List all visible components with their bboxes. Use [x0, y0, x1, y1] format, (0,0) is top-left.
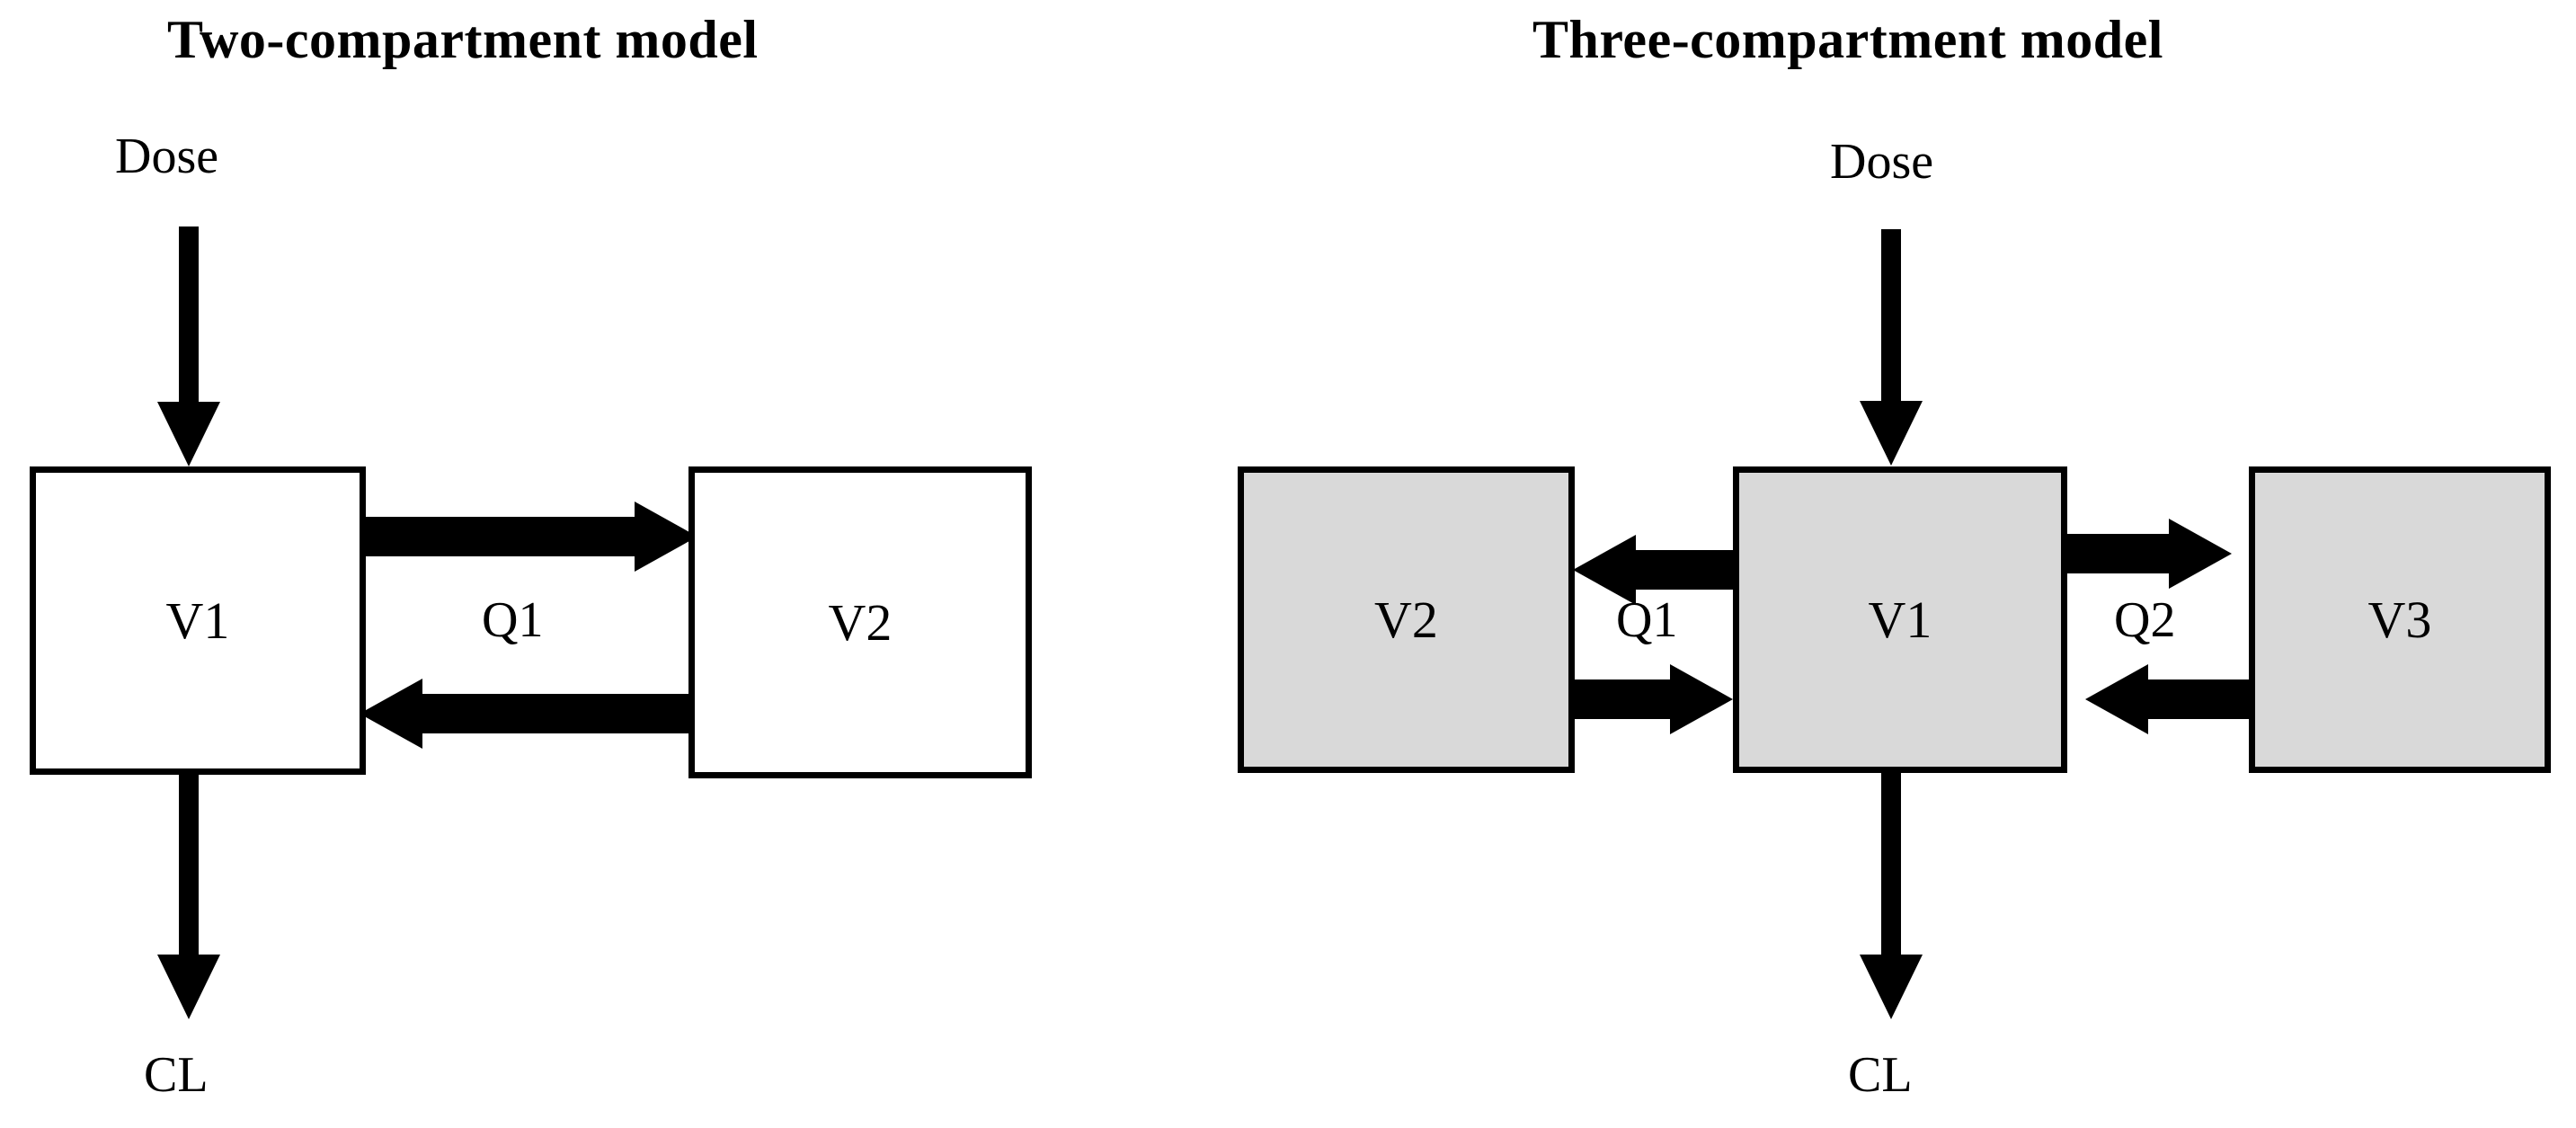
two-compartment-q1-label: Q1: [482, 592, 544, 648]
q1-left-shaft: [1636, 550, 1737, 590]
q1-right-shaft: [1573, 679, 1674, 719]
q2-right-head-icon: [2169, 519, 2232, 589]
three-compartment-dose-label: Dose: [1830, 134, 1934, 190]
cl-arrow-head-icon: [1860, 955, 1923, 1019]
two-compartment-title: Two-compartment model: [167, 10, 759, 69]
three-compartment-box-v1[interactable]: V1: [1733, 466, 2067, 773]
q1-forward-head-icon: [635, 502, 697, 572]
q2-left-shaft: [2148, 679, 2254, 719]
two-compartment-box-v1[interactable]: V1: [30, 466, 366, 775]
two-compartment-box-v1-label: V1: [165, 591, 230, 650]
three-compartment-box-v1-label: V1: [1868, 590, 1932, 649]
three-compartment-cl-label: CL: [1848, 1047, 1913, 1103]
q1-forward-shaft: [360, 517, 638, 556]
three-compartment-box-v2-label: V2: [1374, 590, 1438, 649]
two-compartment-cl-label: CL: [144, 1047, 209, 1103]
dose-arrow-head-icon: [157, 402, 220, 466]
three-compartment-box-v3[interactable]: V3: [2249, 466, 2551, 773]
two-compartment-box-v2[interactable]: V2: [688, 466, 1032, 778]
two-compartment-box-v2-label: V2: [828, 592, 893, 652]
q1-right-head-icon: [1670, 664, 1733, 734]
three-compartment-title: Three-compartment model: [1532, 10, 2163, 69]
three-compartment-q1-label: Q1: [1616, 592, 1678, 648]
two-compartment-dose-label: Dose: [115, 129, 219, 184]
cl-arrow-shaft: [179, 773, 199, 957]
dose-arrow-shaft: [1881, 229, 1901, 402]
dose-arrow-shaft: [179, 226, 199, 403]
three-compartment-box-v3-label: V3: [2367, 590, 2432, 649]
three-compartment-q2-label: Q2: [2114, 592, 2176, 648]
q2-right-shaft: [2063, 534, 2172, 573]
q1-reverse-shaft: [422, 694, 697, 733]
cl-arrow-shaft: [1881, 771, 1901, 956]
q1-reverse-head-icon: [360, 679, 422, 749]
q1-left-head-icon: [1573, 535, 1636, 605]
three-compartment-box-v2[interactable]: V2: [1238, 466, 1575, 773]
dose-arrow-head-icon: [1860, 401, 1923, 466]
q2-left-head-icon: [2085, 664, 2148, 734]
cl-arrow-head-icon: [157, 955, 220, 1019]
